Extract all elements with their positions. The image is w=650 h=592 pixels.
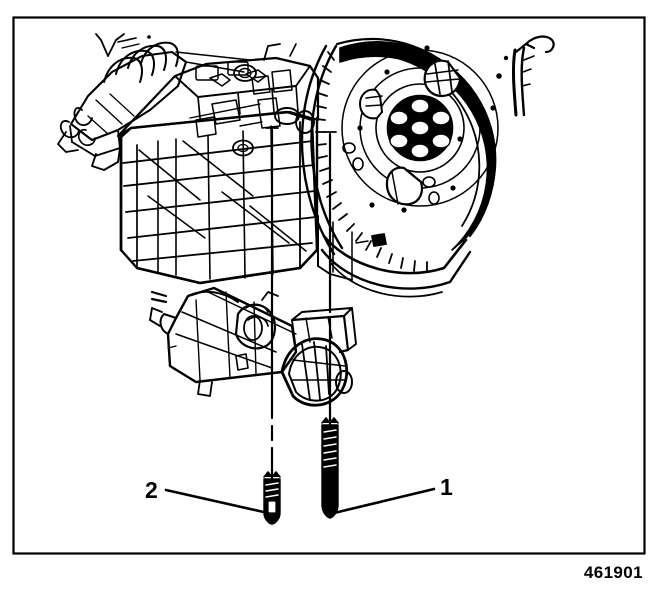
starter-motor (149, 286, 298, 397)
bellhousing (317, 215, 472, 298)
starter-drive-housing (280, 307, 357, 407)
starter-bolt-short (263, 471, 281, 525)
starter-bolt-long (321, 417, 339, 519)
flywheel (300, 37, 499, 273)
figure-number: 461901 (584, 563, 643, 582)
bolt-long-threads (323, 429, 337, 468)
figure-border (12, 16, 646, 555)
cylinder-head-assembly (116, 43, 320, 157)
starter-solenoid (234, 291, 279, 350)
engine-block (119, 110, 319, 285)
flywheel-hub-holes (389, 98, 451, 159)
leader-line-1 (332, 487, 436, 515)
callout-label-1: 1 (440, 474, 453, 500)
wiring-bracket (490, 35, 555, 117)
bolt-short-threads (265, 482, 279, 498)
leader-line-2 (164, 488, 270, 515)
engine-to-bellhousing-rib (175, 51, 261, 119)
callout-label-2: 2 (145, 477, 158, 503)
